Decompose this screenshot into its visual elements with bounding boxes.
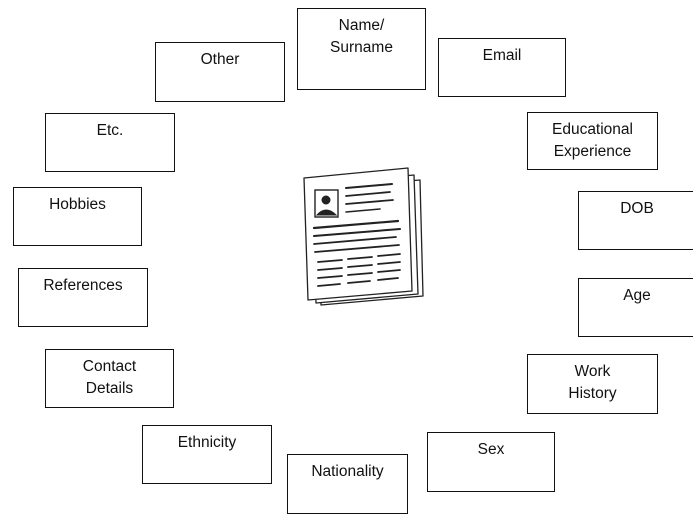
field-box-hobbies: Hobbies bbox=[13, 187, 142, 246]
field-label: Etc. bbox=[96, 122, 124, 139]
resume-document-icon bbox=[303, 167, 424, 306]
field-label: Other bbox=[200, 51, 240, 68]
field-label: References bbox=[43, 277, 123, 294]
field-box-educational-experience: Educational Experience bbox=[527, 112, 658, 170]
field-box-contact-details: Contact Details bbox=[45, 349, 174, 408]
field-label: Name/ Surname bbox=[330, 17, 393, 56]
field-label: DOB bbox=[620, 200, 654, 217]
field-label: Email bbox=[482, 47, 522, 64]
field-box-email: Email bbox=[438, 38, 566, 97]
field-box-references: References bbox=[18, 268, 148, 327]
field-label: Age bbox=[623, 287, 651, 304]
field-box-etc: Etc. bbox=[45, 113, 175, 172]
field-box-other: Other bbox=[155, 42, 285, 102]
field-box-name-surname: Name/ Surname bbox=[297, 8, 426, 90]
field-label: Contact Details bbox=[82, 358, 137, 397]
field-box-work-history: Work History bbox=[527, 354, 658, 414]
field-box-sex: Sex bbox=[427, 432, 555, 492]
field-box-nationality: Nationality bbox=[287, 454, 408, 514]
field-label: Nationality bbox=[311, 463, 384, 480]
field-box-ethnicity: Ethnicity bbox=[142, 425, 272, 484]
field-label: Sex bbox=[477, 441, 505, 458]
field-box-dob: DOB bbox=[578, 191, 693, 250]
field-box-age: Age bbox=[578, 278, 693, 337]
field-label: Hobbies bbox=[49, 196, 106, 213]
field-label: Work History bbox=[568, 363, 617, 402]
field-label: Ethnicity bbox=[177, 434, 237, 451]
field-label: Educational Experience bbox=[551, 121, 633, 160]
